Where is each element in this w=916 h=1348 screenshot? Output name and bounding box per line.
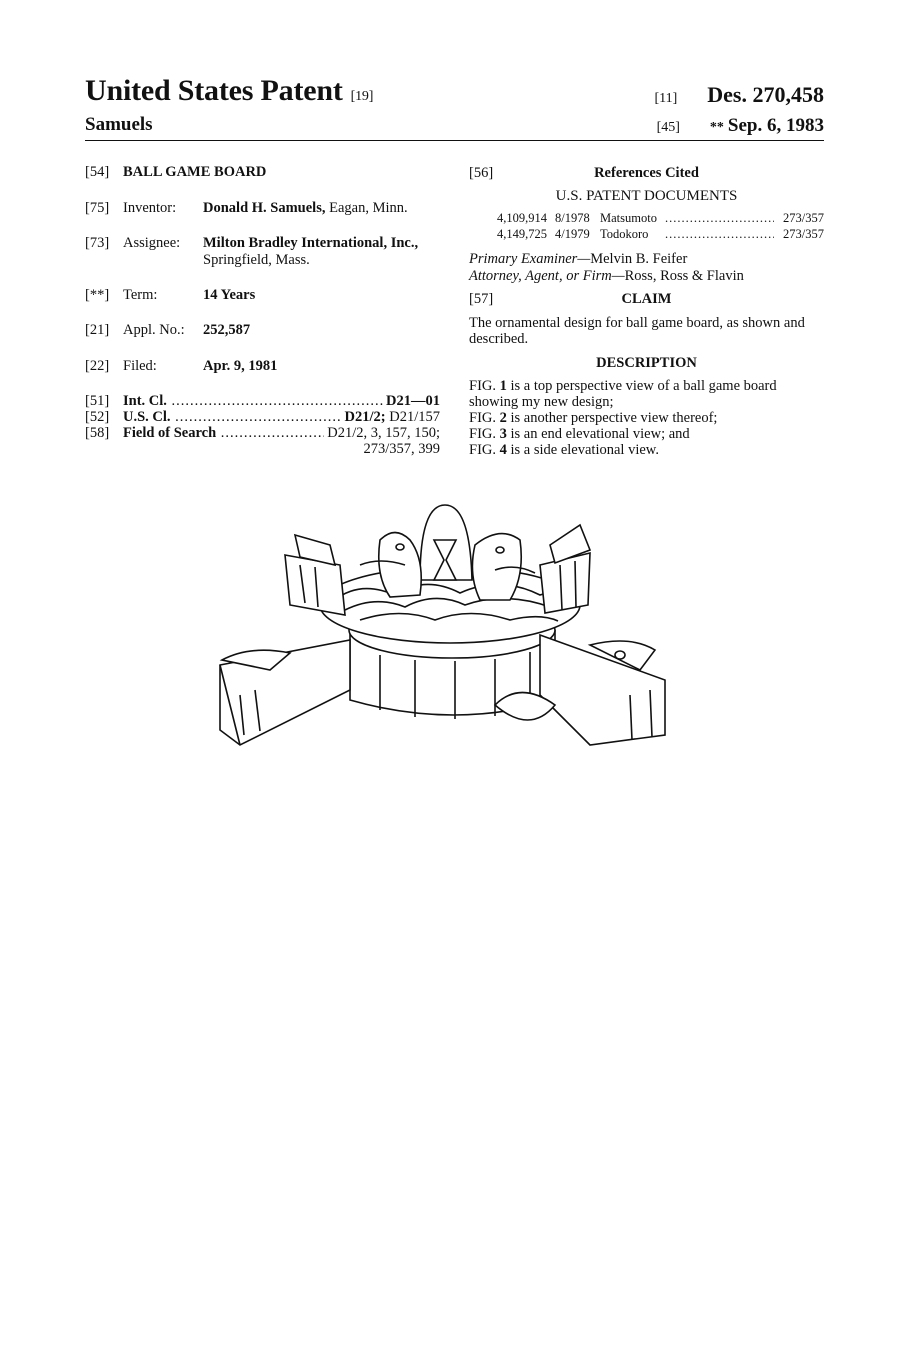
field-term: [**]Term:14 Years [85,287,256,303]
field-of-search-line: [58]Field of Search ....................… [85,425,440,441]
references-subheading: U.S. PATENT DOCUMENTS [555,188,738,204]
description-line: FIG. 2 is another perspective view there… [469,410,718,426]
field-title: [54]BALL GAME BOARD [85,164,267,180]
description-line: FIG. 4 is a side elevational view. [469,442,659,458]
field-inventor: [75]Inventor:Donald H. Samuels, Eagan, M… [85,200,408,216]
references-heading-row: [56] References Cited [469,165,824,181]
appl-number: 252,587 [203,322,251,338]
assignee-location: Springfield, Mass. [203,252,310,268]
field-of-search-line2: 273/357, 399 [85,441,440,457]
header-rule [85,140,824,141]
description-heading: DESCRIPTION [596,355,697,371]
us-cl-line: [52]U.S. Cl. ...........................… [85,409,440,425]
assignee-name: Milton Bradley International, Inc., [203,235,419,251]
field-filed: [22]Filed:Apr. 9, 1981 [85,358,278,374]
int-cl-line: [51]Int. Cl. ...........................… [85,393,440,409]
primary-examiner: Primary Examiner—Melvin B. Feifer [469,251,688,267]
field-assignee: [73]Assignee:Milton Bradley Internationa… [85,235,419,251]
inventor-location: Eagan, Minn. [329,200,408,216]
field-of-search-value: D21/2, 3, 157, 150; [324,425,440,441]
inventor-surname: Samuels [85,114,153,135]
description-line: FIG. 3 is an end elevational view; and [469,426,690,442]
field-of-search-value2: 273/357, 399 [363,441,440,457]
term-value: 14 Years [203,287,256,303]
us-cl-value: D21/2; D21/157 [341,409,440,425]
patent-date-row: [45] **Sep. 6, 1983 [657,115,824,137]
patent-number: Des. 270,458 [707,82,824,107]
references-heading: References Cited [594,165,699,181]
field-appl: [21]Appl. No.:252,587 [85,322,251,338]
date-stars: ** [709,120,724,135]
filed-date: Apr. 9, 1981 [203,358,278,374]
description-line: FIG. 1 is a top perspective view of a ba… [469,378,777,410]
claim-heading: CLAIM [621,291,672,307]
ball-game-board-drawing [210,495,680,765]
int-cl-value: D21—01 [383,393,440,409]
patent-title: United States Patent[19] [85,74,374,107]
patent-date: Sep. 6, 1983 [727,115,824,136]
patent-number-code: [11] [654,91,678,106]
attorney: Attorney, Agent, or Firm—Ross, Ross & Fl… [469,268,744,284]
design-title: BALL GAME BOARD [123,164,267,180]
claim-heading-row: [57] CLAIM [469,291,824,307]
date-code: [45] [656,120,680,135]
patent-number-row: [11] Des. 270,458 [654,82,824,108]
title-code: [19] [350,89,374,104]
description-body: FIG. 1 is a top perspective view of a ba… [469,378,824,458]
claim-text: The ornamental design for ball game boar… [469,315,805,347]
inventor-name: Donald H. Samuels, [203,200,326,216]
